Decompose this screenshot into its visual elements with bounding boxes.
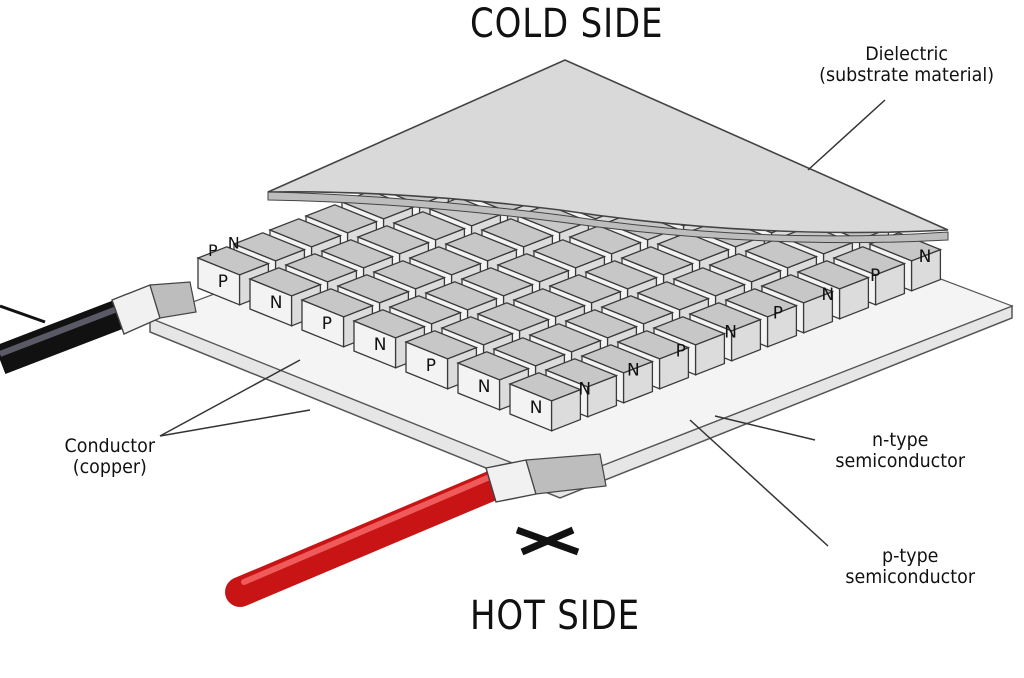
pellet-top xyxy=(652,316,727,346)
pellet-top xyxy=(492,337,567,367)
pellet-top xyxy=(548,274,623,304)
pellet-type-letter: P xyxy=(773,304,783,324)
pellet-top xyxy=(284,253,359,283)
pellet-top xyxy=(708,253,783,283)
negative-wire xyxy=(0,281,197,375)
dielectric-label: Dielectric (substrate material) xyxy=(810,44,1003,86)
pellet-top xyxy=(352,309,427,339)
conductor-leader-1 xyxy=(159,359,301,437)
pellet-top xyxy=(796,260,871,290)
pellet-top xyxy=(456,351,531,381)
pellet-top xyxy=(424,281,499,311)
pellet-type-letter: N xyxy=(228,233,240,252)
pellet-type-letter: P xyxy=(676,341,686,361)
pellet-top xyxy=(616,330,691,360)
pellet-top xyxy=(688,302,763,332)
p-type-label: p-type semiconductor xyxy=(832,546,988,588)
pellet-top xyxy=(564,309,639,339)
pellet-top xyxy=(600,295,675,325)
n-type-label: n-type semiconductor xyxy=(822,430,978,472)
pellet-top xyxy=(408,246,483,276)
pellet-type-letter: N xyxy=(724,323,737,343)
conductor-label-line1: Conductor xyxy=(64,435,156,457)
pellet-type-letter: N xyxy=(478,377,491,397)
pellet-top xyxy=(568,225,643,255)
pellet-top xyxy=(392,211,467,241)
pellet-top xyxy=(476,302,551,332)
positive-wire xyxy=(225,453,607,607)
pellet-top xyxy=(528,323,603,353)
pellet-type-letter: P xyxy=(208,241,218,260)
pellet-top xyxy=(512,288,587,318)
pellet-top xyxy=(544,358,619,388)
pellet-top xyxy=(196,246,271,276)
dielectric-leader xyxy=(807,99,886,171)
pellet-top xyxy=(580,344,655,374)
pellet-top xyxy=(372,260,447,290)
conductor-label-line2: (copper) xyxy=(72,455,147,478)
n-type-label-line2: semiconductor xyxy=(835,449,966,472)
pellet-top xyxy=(304,204,379,234)
pellet-top xyxy=(388,295,463,325)
p-type-leader xyxy=(689,419,829,547)
cold-side-label: COLD SIDE xyxy=(470,1,664,47)
n-type-label-line1: n-type xyxy=(871,429,929,451)
pellet-top xyxy=(268,218,343,248)
pellet-type-letter: N xyxy=(578,379,591,399)
pellet-top xyxy=(760,274,835,304)
pellet-type-letter: N xyxy=(821,285,834,305)
pellet-type-letter: P xyxy=(426,356,436,376)
pellet-type-letter: N xyxy=(919,247,932,267)
pellet-type-letter: N xyxy=(627,360,640,380)
pellet-top xyxy=(248,267,323,297)
pellet-top xyxy=(672,267,747,297)
pellet-top xyxy=(724,288,799,318)
pellet-type-letter: N xyxy=(530,398,543,418)
p-type-label-line1: p-type xyxy=(881,545,939,567)
pellet-top xyxy=(656,232,731,262)
p-type-label-line2: semiconductor xyxy=(845,565,976,588)
conductor-label: Conductor (copper) xyxy=(50,436,170,478)
terminal-cross-mark xyxy=(515,526,580,556)
pellet-top xyxy=(440,316,515,346)
pellet-top xyxy=(460,267,535,297)
pellet-type-letter: P xyxy=(322,314,332,334)
leader-lines xyxy=(159,99,886,547)
pellet-type-letter: P xyxy=(218,272,228,292)
pellet-top xyxy=(336,274,411,304)
pellet-top xyxy=(444,232,519,262)
dielectric-substrate-sheet xyxy=(267,59,949,244)
pellet-top xyxy=(404,330,479,360)
pellet-top xyxy=(636,281,711,311)
pellet-top xyxy=(620,246,695,276)
pellet-type-letter: N xyxy=(374,335,387,355)
pellet-top xyxy=(480,218,555,248)
pellet-top xyxy=(508,372,583,402)
dielectric-label-line2: (substrate material) xyxy=(819,63,995,86)
pellet-top xyxy=(532,239,607,269)
pellet-top xyxy=(496,253,571,283)
pellet-top xyxy=(300,288,375,318)
n-type-leader xyxy=(714,415,816,441)
conductor-leader-2 xyxy=(159,409,311,437)
pellet-type-letter: P xyxy=(870,266,880,286)
pellet-top xyxy=(320,239,395,269)
dielectric-label-line1: Dielectric xyxy=(865,43,948,65)
pellet-top xyxy=(356,225,431,255)
hot-side-label: HOT SIDE xyxy=(470,593,640,639)
pellet-type-letter: N xyxy=(270,293,283,313)
pellet-top xyxy=(832,246,907,276)
pellet-top xyxy=(584,260,659,290)
pellet-top xyxy=(232,232,307,262)
pellet-top xyxy=(744,239,819,269)
